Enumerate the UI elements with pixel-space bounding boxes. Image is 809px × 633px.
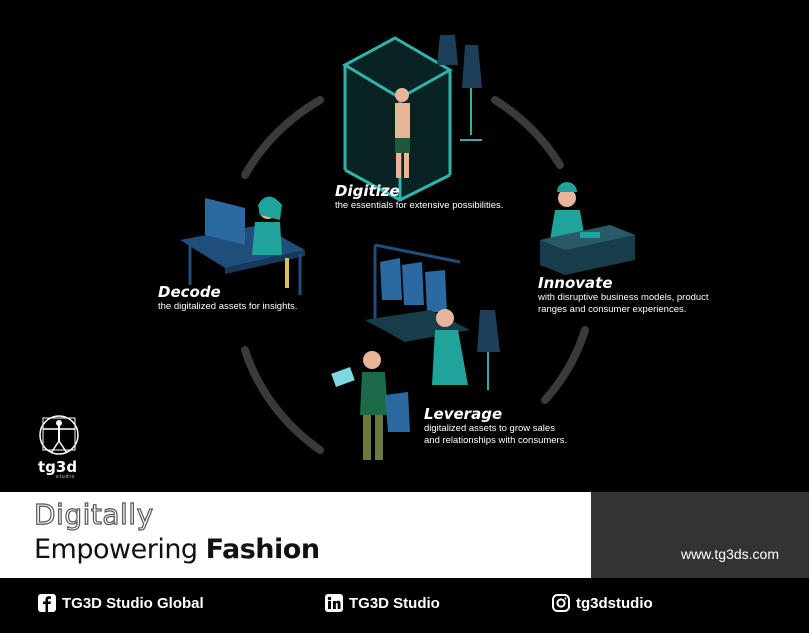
banner-dark-panel [591, 492, 809, 578]
logo-wordmark: tg3d [38, 458, 78, 476]
linkedin-icon [325, 594, 343, 612]
stage-title: Innovate [538, 274, 613, 292]
decode-scene [180, 196, 305, 295]
headline-line2: Empowering Fashion [34, 534, 320, 565]
vitruvian-logo-icon [39, 415, 79, 455]
cycle-ring [241, 96, 589, 454]
stage-desc: the digitalized assets for insights. [158, 301, 298, 312]
facebook-link[interactable]: TG3D Studio Global [38, 594, 204, 612]
innovate-scene [540, 182, 635, 275]
stage-desc: with disruptive business models, product [538, 292, 709, 303]
stage-innovate: Innovate with disruptive business models… [538, 275, 709, 316]
headline-bold: Fashion [205, 534, 320, 565]
stage-digitize: Digitize the essentials for extensive po… [335, 183, 503, 212]
instagram-link[interactable]: tg3dstudio [552, 594, 653, 612]
stage-desc: digitalized assets to grow sales [424, 423, 555, 434]
footer [0, 578, 809, 633]
stage-title: Decode [158, 283, 221, 301]
stage-title: Digitize [335, 182, 400, 200]
stage-desc: ranges and consumer experiences. [538, 304, 687, 315]
digitize-scene [341, 35, 482, 202]
logo-subtitle: studio [56, 474, 76, 480]
stage-title: Leverage [424, 405, 503, 423]
facebook-icon [38, 594, 56, 612]
facebook-label: TG3D Studio Global [62, 594, 204, 612]
stage-desc: and relationships with consumers. [424, 435, 568, 446]
illustration [180, 35, 635, 460]
stage-desc: the essentials for extensive possibiliti… [335, 200, 504, 211]
linkedin-link[interactable]: TG3D Studio [325, 594, 440, 612]
banner [0, 492, 809, 578]
stage-leverage: Leverage digitalized assets to grow sale… [424, 406, 567, 447]
headline-prefix: Empowering [34, 534, 206, 565]
linkedin-label: TG3D Studio [349, 594, 440, 612]
instagram-icon [552, 594, 570, 612]
stage-decode: Decode the digitalized assets for insigh… [158, 284, 297, 313]
leverage-scene [331, 243, 500, 460]
instagram-label: tg3dstudio [576, 594, 653, 612]
website-link[interactable]: www.tg3ds.com [680, 546, 779, 562]
headline-line1: Digitally [33, 497, 154, 531]
